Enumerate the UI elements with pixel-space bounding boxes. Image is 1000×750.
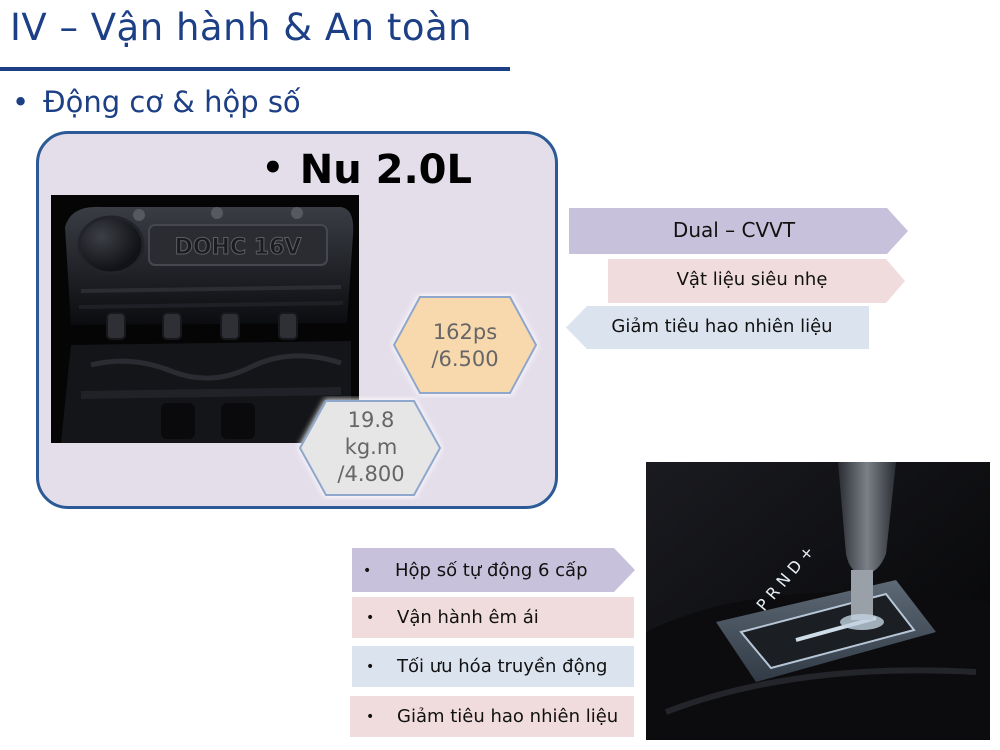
gearbox-item-bg-1 <box>352 548 635 592</box>
engine-name: • Nu 2.0L <box>262 147 472 193</box>
bullet-icon: • <box>366 610 375 626</box>
section-heading: • Động cơ & hộp số <box>12 85 301 119</box>
bullet-icon: • <box>366 659 375 675</box>
torque-value: 19.8 <box>347 408 395 432</box>
gear-shifter-photo: P R N D + <box>646 462 990 740</box>
bullet-icon: • <box>12 85 30 119</box>
gearbox-item-2: Vận hành êm ái <box>397 607 539 628</box>
power-value: 162ps <box>432 320 498 344</box>
section-heading-text: Động cơ & hộp số <box>43 85 301 119</box>
feature-light-material-label: Vật liệu siêu nhẹ <box>676 269 828 290</box>
gearbox-item-bg-4 <box>350 696 634 737</box>
page-title: IV – Vận hành & An toàn <box>10 6 473 49</box>
torque-rpm: /4.800 <box>337 462 405 486</box>
bullet-icon: • <box>262 148 284 188</box>
gearbox-item-bg-2 <box>352 597 634 638</box>
bullet-icon: • <box>363 563 372 579</box>
title-underline <box>0 67 510 71</box>
feature-tag-fuel-saving <box>566 306 869 349</box>
engine-name-text: Nu 2.0L <box>299 147 472 193</box>
engine-cover-text: DOHC 16V <box>175 235 302 260</box>
torque-spec: 19.8 kg.m /4.800 <box>306 407 436 488</box>
engine-photo: DOHC 16V <box>51 195 359 443</box>
feature-fuel-saving-label: Giảm tiêu hao nhiên liệu <box>611 316 833 337</box>
bullet-icon: • <box>366 709 375 725</box>
feature-tag-light-material <box>608 259 905 303</box>
gearbox-item-3: Tối ưu hóa truyền động <box>397 656 608 677</box>
gearbox-item-4: Giảm tiêu hao nhiên liệu <box>397 706 619 727</box>
power-rpm: /6.500 <box>431 347 499 371</box>
gearbox-item-1: Hộp số tự động 6 cấp <box>395 560 588 581</box>
feature-tag-cvvt <box>569 208 908 254</box>
torque-unit: kg.m <box>344 435 398 459</box>
power-hexagon <box>392 295 538 395</box>
gearbox-item-bg-3 <box>352 646 634 687</box>
torque-hexagon <box>298 399 442 497</box>
feature-cvvt-label: Dual – CVVT <box>672 218 796 242</box>
power-spec: 162ps /6.500 <box>400 319 530 373</box>
